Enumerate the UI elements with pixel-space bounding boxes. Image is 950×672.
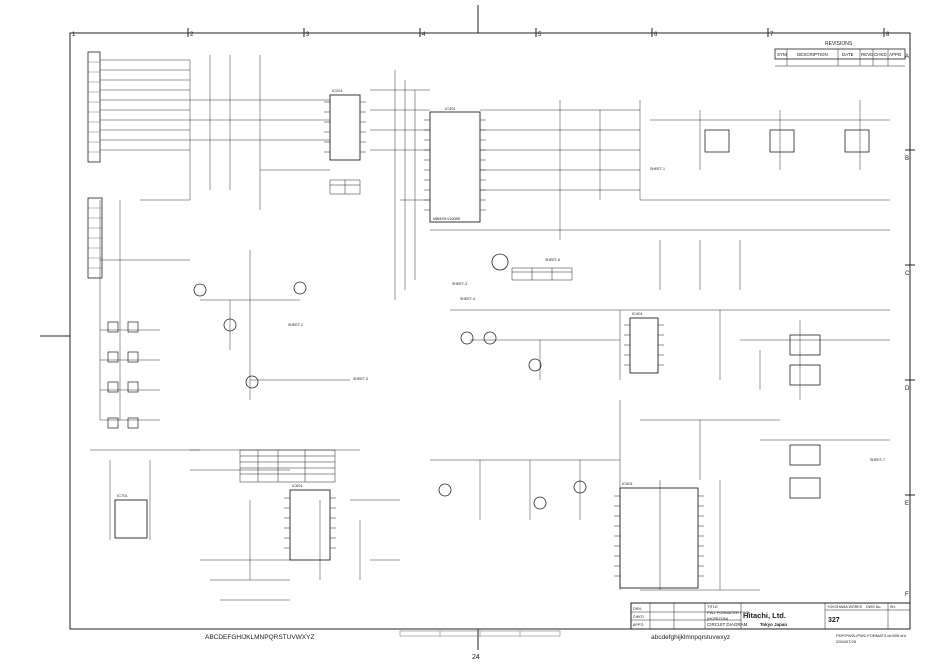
company-name: Hitachi, Ltd. — [743, 611, 786, 620]
grid-col-1: 1 — [72, 32, 76, 38]
works-label: YOKOHAMA WORKS — [827, 605, 863, 609]
dwg-number: 327 — [828, 617, 840, 624]
connector-cn1 — [87, 51, 101, 163]
small-table-a — [329, 179, 361, 195]
drawing-frame — [40, 5, 915, 650]
ic-bottom-right-ref: IC501 — [622, 481, 633, 486]
bottom-alphabet-left: ABCDEFGHIJKLMNPQRSTUVWXYZ — [205, 634, 314, 641]
grid-row-a: A — [905, 54, 909, 60]
ic-center-flash: IC301 MBM29LV160BE — [424, 106, 486, 223]
bottom-alphabet-right: abcdefghijklmnpqrstuvwxyz — [651, 634, 730, 641]
title-block: DRN. CHK'D APP'D TITLE PW2 FORMATER PWB … — [630, 602, 911, 630]
ic-bottom-left-ref: IC701 — [117, 493, 128, 498]
rev-header-description: DESCRIPTION — [797, 52, 828, 57]
transistors — [193, 253, 587, 510]
ic-bottom-middle: IC601 — [284, 483, 336, 561]
grid-column-labels: 1 2 3 4 5 6 7 8 — [72, 32, 890, 38]
grid-row-labels: A B C D E F — [905, 54, 910, 598]
grid-col-6: 6 — [654, 32, 658, 38]
rev-header-chkd: CHKD — [874, 52, 888, 57]
company-sub: Tokyo Japan — [760, 622, 787, 627]
title-row-drn: DRN. — [633, 607, 642, 611]
grid-col-7: 7 — [770, 32, 774, 38]
small-table-b — [511, 267, 573, 281]
rev-header-sym: SYM — [777, 52, 787, 57]
revisions-table: REVISIONS SYM DESCRIPTION DATE REVD CHKD… — [774, 41, 906, 67]
net-sheet7: SHEET-7 — [870, 458, 885, 462]
ic-center-part: MBM29LV160BE — [433, 217, 461, 221]
net-sheet3: SHEET-3 — [452, 282, 467, 286]
ic-center-ref: IC301 — [445, 106, 456, 111]
title-line-1: PW2 FORMATER PWB — [707, 610, 749, 615]
net-sheet2: SHEET-2 — [288, 323, 303, 327]
ic-mid-right: IC401 — [624, 311, 664, 374]
dwg-no-label: DWG No. — [866, 605, 881, 609]
regulator-group-top — [704, 129, 870, 153]
grid-col-4: 4 — [422, 32, 426, 38]
grid-col-2: 2 — [190, 32, 194, 38]
small-table-c — [239, 449, 336, 483]
grid-row-e: E — [905, 501, 909, 507]
net-flags: SHEET-1 SHEET-2 SHEET-3 SHEET-4 SHEET-5 … — [288, 167, 885, 462]
title-row-chkd: CHK'D — [633, 615, 644, 619]
net-sheet4: SHEET-4 — [460, 297, 475, 301]
connector-cn2 — [87, 197, 103, 279]
title-line-3: CIRCUIT DIAGRAM — [707, 622, 748, 627]
grid-row-d: D — [905, 386, 910, 392]
file-path: PDP/PW2L/PW2-FORMAT3.cir/005.sht — [836, 633, 907, 638]
grid-row-b: B — [905, 156, 909, 162]
grid-col-8: 8 — [886, 32, 890, 38]
title-label: TITLE — [707, 604, 718, 609]
title-row-appd: APP'D — [633, 623, 644, 627]
grid-col-3: 3 — [306, 32, 310, 38]
ic-mid-right-ref: IC401 — [632, 311, 643, 316]
page-number: 24 — [472, 654, 480, 661]
ic-bottom-middle-ref: IC601 — [292, 483, 303, 488]
grid-col-5: 5 — [538, 32, 542, 38]
rev-header-appd: APPD — [889, 52, 902, 57]
ic-bottom-right: IC501 — [614, 481, 704, 589]
net-sheet1: SHEET-1 — [650, 167, 665, 171]
net-sheet6: SHEET-6 — [545, 258, 560, 262]
bottom-margin: ABCDEFGHIJKLMNPQRSTUVWXYZ abcdefghijklmn… — [205, 630, 907, 661]
revisions-title: REVISIONS — [825, 41, 853, 47]
left-filter-blocks — [107, 321, 139, 429]
regulator-group-mid — [789, 334, 821, 499]
ic-top-left: IC201 — [324, 88, 366, 161]
file-date: 2004/07/28 — [836, 639, 857, 644]
rev-header-date: DATE — [842, 52, 854, 57]
ic-bottom-left: IC701 — [114, 493, 148, 539]
title-line-2: (HORIZON) — [707, 616, 729, 621]
grid-row-c: C — [905, 271, 910, 277]
grid-row-f: F — [905, 592, 909, 598]
ic-top-left-ref: IC201 — [332, 88, 343, 93]
sheet-label: SH. — [890, 605, 896, 609]
rev-header-revd: REVD — [861, 52, 874, 57]
net-sheet5: SHEET-5 — [353, 377, 368, 381]
